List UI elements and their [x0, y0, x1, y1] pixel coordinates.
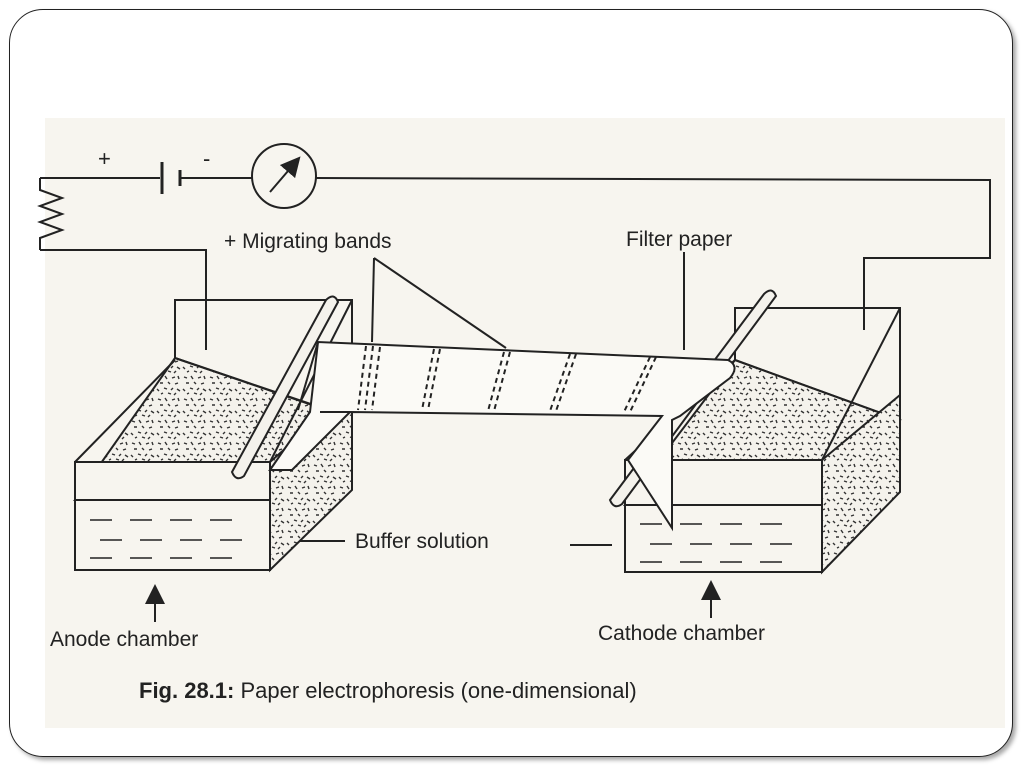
band-1 — [357, 345, 367, 411]
filter-paper-strip — [268, 340, 736, 532]
figure-caption-text: Paper electrophoresis (one-dimensional) — [234, 678, 636, 703]
migrating-bands-label: + Migrating bands — [224, 230, 392, 253]
band-3 — [493, 351, 511, 412]
figure-caption: Fig. 28.1: Paper electrophoresis (one-di… — [139, 678, 637, 703]
figure-number: Fig. 28.1: — [139, 678, 234, 703]
plus-sign: + — [98, 146, 111, 171]
ammeter — [251, 143, 317, 209]
band-2 — [427, 348, 441, 411]
cathode-tank-side — [821, 392, 901, 575]
band-5 — [629, 356, 657, 413]
buffer-solution-label: Buffer solution — [355, 530, 489, 553]
label-leaders — [145, 252, 721, 622]
anode-electrode-wire — [40, 249, 207, 350]
filter-paper-label: Filter paper — [626, 228, 732, 251]
electric-circuit — [37, 143, 991, 350]
resistor — [37, 178, 65, 250]
circuit-wire-right — [315, 177, 991, 330]
ammeter-needle — [269, 156, 301, 193]
cathode-buffer-dashes — [640, 523, 792, 563]
band-4 — [555, 353, 577, 412]
anode-buffer-dashes — [90, 519, 242, 559]
anode-chamber-label: Anode chamber — [50, 628, 198, 651]
minus-sign: - — [203, 146, 210, 171]
bands-leader — [371, 257, 507, 349]
cathode-chamber-label: Cathode chamber — [598, 622, 765, 645]
left-support-rod — [230, 295, 340, 480]
migrating-bands — [357, 345, 657, 413]
